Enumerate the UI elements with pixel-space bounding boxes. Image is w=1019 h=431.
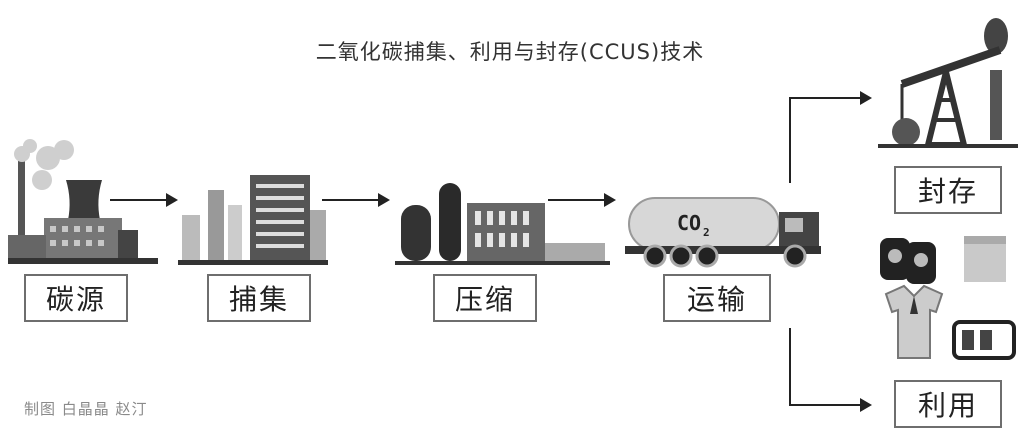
compression-plant-illustration — [395, 183, 610, 265]
stage-capture-label: 捕集 — [207, 274, 311, 322]
products-illustration — [880, 236, 1016, 360]
arrow-right-icon — [548, 193, 616, 207]
stage-storage-label: 封存 — [894, 166, 1002, 214]
truck-co2-subscript: 2 — [703, 226, 710, 239]
illustration-credit: 制图 白晶晶 赵汀 — [24, 400, 148, 418]
stage-transport-label: 运输 — [663, 274, 771, 322]
power-plant-illustration — [8, 139, 158, 264]
truck-co2-text: CO — [677, 211, 701, 235]
stage-source-label: 碳源 — [24, 274, 128, 322]
tanker-truck-illustration: CO 2 — [625, 197, 821, 268]
arrow-right-icon — [110, 193, 178, 207]
diagram-title: 二氧化碳捕集、利用与封存(CCUS)技术 — [315, 40, 705, 64]
oil-pump-illustration — [878, 18, 1018, 148]
arrow-right-icon — [322, 193, 390, 207]
stage-utilization-label: 利用 — [894, 380, 1002, 428]
branch-arrows — [789, 91, 872, 412]
capture-plant-illustration — [178, 175, 328, 265]
stage-compression-label: 压缩 — [433, 274, 537, 322]
